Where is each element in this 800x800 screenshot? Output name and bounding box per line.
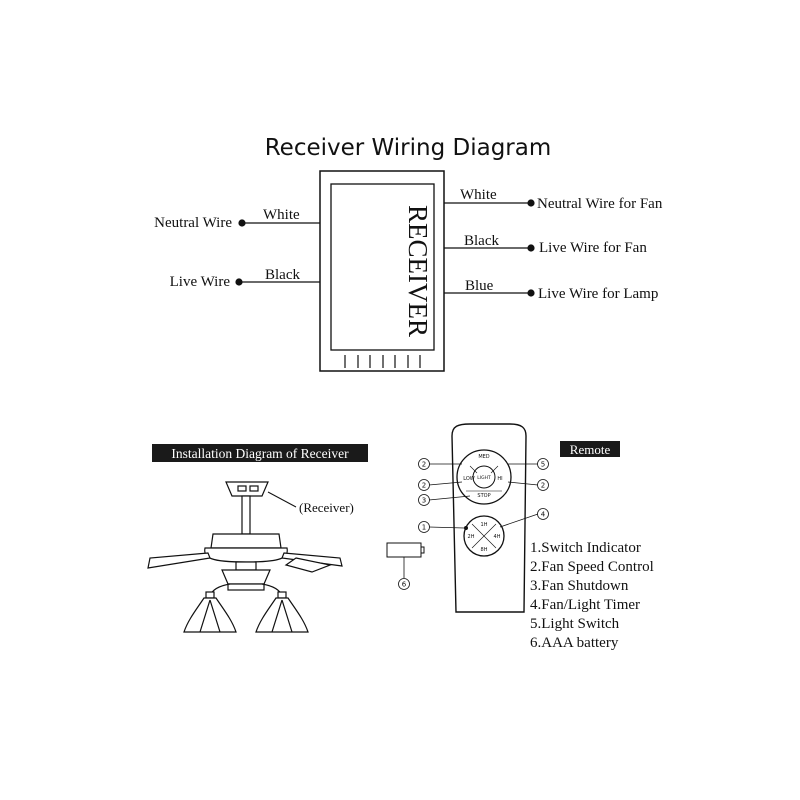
remote-callouts bbox=[398, 458, 549, 590]
legend-item: 3.Fan Shutdown bbox=[530, 578, 629, 594]
receiver-callout-line bbox=[267, 491, 297, 508]
terminal-dot bbox=[527, 289, 535, 297]
terminal-dot bbox=[527, 199, 535, 207]
svg-text:LIGHT: LIGHT bbox=[477, 475, 491, 481]
callout-number: 6 bbox=[402, 581, 407, 589]
wire-color-label: White bbox=[263, 207, 300, 223]
callout-number: 4 bbox=[541, 511, 546, 519]
right-wire-neutral-fan: White Neutral Wire for Fan bbox=[444, 187, 663, 212]
svg-text:LOW: LOW bbox=[463, 476, 475, 482]
callout-number: 3 bbox=[422, 497, 426, 505]
svg-text:Remote: Remote bbox=[570, 442, 611, 457]
legend-item: 4.Fan/Light Timer bbox=[530, 597, 640, 613]
svg-text:STOP: STOP bbox=[477, 493, 490, 499]
svg-text:8H: 8H bbox=[481, 547, 488, 553]
receiver-label: RECEIVER bbox=[403, 205, 433, 337]
svg-text:HI: HI bbox=[497, 476, 502, 482]
svg-text:MED: MED bbox=[478, 454, 489, 460]
right-wire-live-lamp: Blue Live Wire for Lamp bbox=[444, 278, 658, 302]
callout-number: 2 bbox=[541, 482, 545, 490]
remote-legend: 1.Switch Indicator 2.Fan Speed Control 3… bbox=[530, 540, 654, 651]
receiver-box: RECEIVER bbox=[319, 170, 445, 372]
left-wire-neutral: Neutral Wire White bbox=[154, 207, 320, 231]
wire-end-label: Neutral Wire for Fan bbox=[537, 196, 663, 212]
wire-end-label: Neutral Wire bbox=[154, 215, 232, 231]
legend-item: 6.AAA battery bbox=[530, 635, 619, 651]
installation-title: Installation Diagram of Receiver bbox=[152, 444, 368, 462]
wire-color-label: Black bbox=[265, 267, 300, 283]
receiver-callout: (Receiver) bbox=[299, 500, 354, 515]
wire-color-label: White bbox=[460, 187, 497, 203]
right-wire-live-fan: Black Live Wire for Fan bbox=[444, 233, 647, 256]
svg-text:Installation Diagram of Receiv: Installation Diagram of Receiver bbox=[171, 446, 349, 461]
legend-item: 1.Switch Indicator bbox=[530, 540, 641, 556]
battery-icon bbox=[386, 542, 425, 558]
wire-end-label: Live Wire for Fan bbox=[539, 240, 647, 256]
legend-item: 5.Light Switch bbox=[530, 616, 620, 632]
light-button bbox=[472, 465, 496, 489]
callout-number: 2 bbox=[422, 482, 426, 490]
ceiling-fan-illustration bbox=[147, 481, 343, 633]
left-wire-live: Live Wire Black bbox=[170, 267, 320, 290]
wire-end-label: Live Wire bbox=[170, 274, 231, 290]
svg-text:1H: 1H bbox=[481, 522, 488, 528]
remote-title: Remote bbox=[560, 441, 620, 457]
remote-control-illustration: MED LOW LIGHT HI STOP 1H 2H 4H 8H bbox=[451, 423, 527, 613]
diagram-title: Receiver Wiring Diagram bbox=[265, 135, 552, 161]
callout-number: 1 bbox=[422, 524, 426, 532]
callout-number: 5 bbox=[541, 461, 545, 469]
wire-end-label: Live Wire for Lamp bbox=[538, 286, 658, 302]
svg-text:2H: 2H bbox=[468, 534, 475, 540]
receiver-terminals bbox=[344, 355, 421, 368]
callout-number: 2 bbox=[422, 461, 426, 469]
terminal-dot bbox=[527, 244, 535, 252]
wire-color-label: Blue bbox=[465, 278, 494, 294]
switch-indicator bbox=[464, 526, 468, 530]
legend-item: 2.Fan Speed Control bbox=[530, 559, 654, 575]
svg-text:4H: 4H bbox=[494, 534, 501, 540]
wire-color-label: Black bbox=[464, 233, 499, 249]
